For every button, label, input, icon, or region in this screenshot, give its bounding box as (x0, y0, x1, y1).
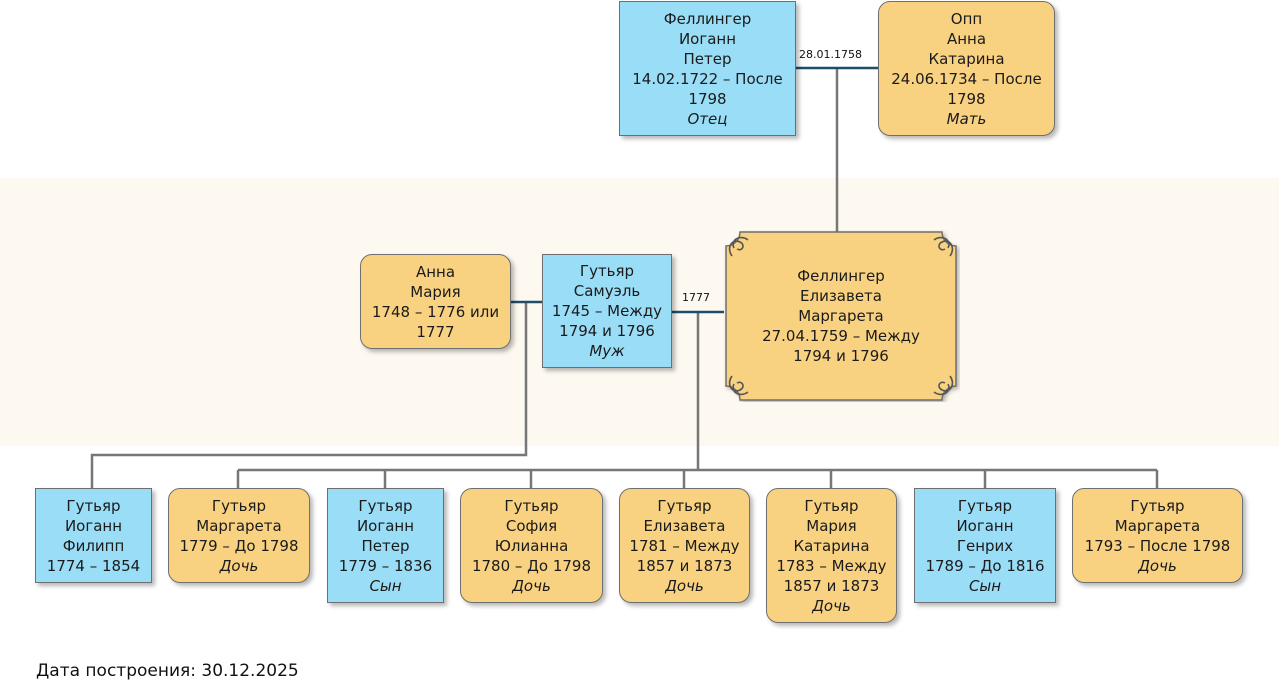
father-dates2: 1798 (688, 89, 727, 108)
child-card-2[interactable]: Гутьяр Маргарета 1779 – До 1798 Дочь (168, 488, 310, 583)
child-4-line4: 1780 – До 1798 (471, 556, 592, 575)
child-7-line3: Генрих (956, 536, 1014, 555)
child-5-line4: 1857 и 1873 (636, 556, 733, 575)
child-4-line1: Гутьяр (504, 496, 559, 515)
child-4-line2: София (505, 516, 558, 535)
person-card-focus[interactable]: Феллингер Елизавета Маргарета 27.04.1759… (722, 230, 960, 402)
child-card-1[interactable]: Гутьяр Иоганн Филипп 1774 – 1854 (35, 488, 152, 583)
child-5-line3: 1781 – Между (629, 536, 740, 555)
husband-surname: Гутьяр (579, 262, 635, 280)
child-6-line1: Гутьяр (804, 496, 859, 515)
swirl-bottom-right-icon (933, 375, 954, 396)
father-role: Отец (687, 109, 728, 128)
father-surname: Феллингер (663, 9, 752, 28)
husband-dates1: 1745 – Между (551, 302, 663, 320)
mother-surname: Опп (950, 9, 983, 28)
child-6-role: Дочь (812, 596, 851, 615)
anna-given1: Анна (415, 262, 456, 281)
parents-marriage-date: 28.01.1758 (799, 48, 862, 61)
child-6-line2: Мария (806, 516, 857, 535)
mother-given1: Анна (946, 29, 987, 48)
child-7-line2: Иоганн (956, 516, 1014, 535)
swirl-top-left-icon (728, 236, 749, 257)
father-given2: Петер (683, 49, 732, 68)
person-card-husband[interactable]: Гутьяр Самуэль 1745 – Между 1794 и 1796 … (542, 254, 672, 368)
focus-surname: Феллингер (797, 267, 885, 285)
mother-dates2: 1798 (947, 89, 986, 108)
child-5-role: Дочь (665, 576, 704, 595)
child-8-line1: Гутьяр (1130, 496, 1185, 515)
father-dates1: 14.02.1722 – После (632, 69, 783, 88)
husband-role: Муж (589, 342, 625, 360)
child-card-4[interactable]: Гутьяр София Юлианна 1780 – До 1798 Дочь (460, 488, 603, 603)
build-date-footer: Дата построения: 30.12.2025 (36, 660, 299, 682)
father-given1: Иоганн (678, 29, 737, 48)
mother-dates1: 24.06.1734 – После (891, 69, 1042, 88)
child-card-3[interactable]: Гутьяр Иоганн Петер 1779 – 1836 Сын (327, 488, 444, 603)
child-2-line2: Маргарета (196, 516, 282, 535)
child-2-line1: Гутьяр (211, 496, 267, 515)
mother-given2: Катарина (928, 49, 1005, 68)
focus-marriage-date: 1777 (682, 291, 710, 304)
swirl-bottom-left-icon (728, 375, 749, 396)
anna-dates1: 1748 – 1776 или (371, 302, 500, 321)
child-7-line1: Гутьяр (957, 496, 1013, 515)
child-1-line4: 1774 – 1854 (46, 556, 141, 575)
husband-dates2: 1794 и 1796 (559, 322, 655, 340)
child-7-line4: 1789 – До 1816 (925, 556, 1045, 575)
child-3-role: Сын (369, 576, 402, 595)
child-8-role: Дочь (1138, 556, 1177, 575)
child-8-line2: Маргарета (1114, 516, 1201, 535)
child-1-line3: Филипп (62, 536, 125, 555)
anna-given2: Мария (410, 282, 461, 301)
person-card-father[interactable]: Феллингер Иоганн Петер 14.02.1722 – Посл… (619, 1, 796, 136)
person-card-anna-maria[interactable]: Анна Мария 1748 – 1776 или 1777 (360, 254, 511, 349)
child-card-8[interactable]: Гутьяр Маргарета 1793 – После 1798 Дочь (1072, 488, 1243, 583)
child-2-role: Дочь (219, 556, 259, 575)
child-card-6[interactable]: Гутьяр Мария Катарина 1783 – Между 1857 … (766, 488, 897, 623)
focus-dates1: 27.04.1759 – Между (762, 327, 920, 345)
child-6-line4: 1783 – Между (776, 556, 887, 575)
child-1-line2: Иоганн (64, 516, 123, 535)
build-date-value: 30.12.2025 (201, 661, 299, 681)
anna-dates2: 1777 (416, 322, 455, 341)
child-3-line4: 1779 – 1836 (338, 556, 433, 575)
husband-given: Самуэль (573, 282, 641, 300)
swirl-top-right-icon (933, 236, 954, 257)
person-card-mother[interactable]: Опп Анна Катарина 24.06.1734 – После 179… (878, 1, 1055, 136)
child-2-line3: 1779 – До 1798 (179, 536, 299, 555)
child-3-line1: Гутьяр (358, 496, 413, 515)
ornate-frame (725, 231, 957, 401)
child-4-role: Дочь (512, 576, 551, 595)
focus-given2: Маргарета (798, 307, 884, 325)
build-date-label: Дата построения: (36, 661, 196, 681)
child-card-5[interactable]: Гутьяр Елизавета 1781 – Между 1857 и 187… (619, 488, 750, 603)
child-1-line1: Гутьяр (66, 496, 121, 515)
anna-children-line (90, 302, 528, 488)
focus-given1: Елизавета (800, 287, 882, 305)
child-3-line3: Петер (361, 536, 410, 555)
mother-role: Мать (946, 109, 987, 128)
child-8-line3: 1793 – После 1798 (1084, 536, 1231, 555)
child-6-line3: Катарина (793, 536, 870, 555)
child-5-line2: Елизавета (643, 516, 726, 535)
child-4-line3: Юлианна (494, 536, 569, 555)
child-6-line5: 1857 и 1873 (783, 576, 880, 595)
child-card-7[interactable]: Гутьяр Иоганн Генрих 1789 – До 1816 Сын (914, 488, 1056, 603)
child-5-line1: Гутьяр (657, 496, 712, 515)
focus-dates2: 1794 и 1796 (793, 347, 889, 365)
child-3-line2: Иоганн (356, 516, 415, 535)
child-7-role: Сын (968, 576, 1002, 595)
